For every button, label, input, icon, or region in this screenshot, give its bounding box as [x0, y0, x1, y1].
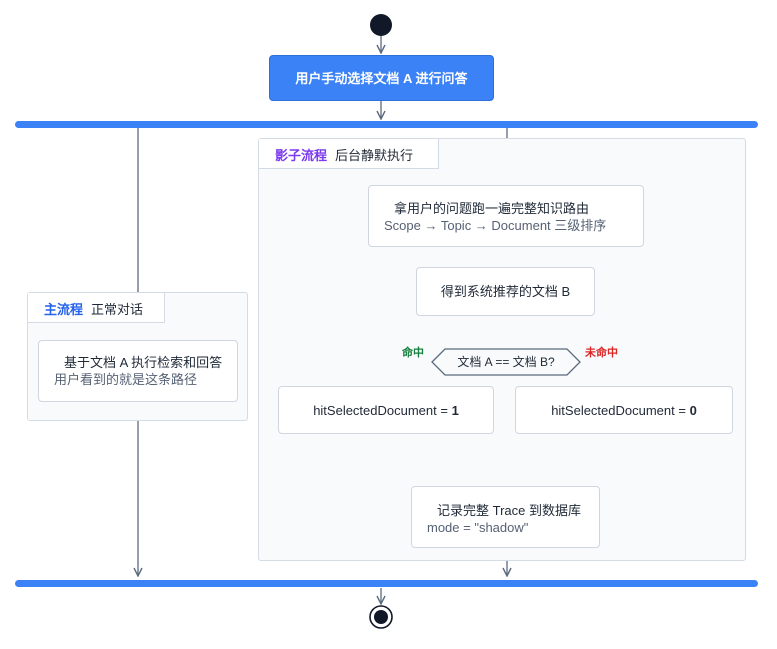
hit-result-label: hitSelectedDocument =: [313, 402, 452, 418]
main-flow-title: 主流程: [44, 302, 84, 317]
main-step-box: 基于文档 A 执行检索和回答 用户看到的就是这条路径: [38, 340, 238, 402]
hit-result-box: hitSelectedDocument = 1: [278, 386, 494, 434]
record-step-note: mode = "shadow": [427, 520, 529, 535]
hit-result-value: 1: [451, 402, 459, 418]
decision-label: 文档 A == 文档 B?: [457, 355, 555, 369]
record-step-box: 记录完整 Trace 到数据库 mode = "shadow": [411, 486, 600, 548]
route-step-note: Scope → Topic → Document 三级排序: [384, 218, 607, 233]
start-action-label: 用户手动选择文档 A 进行问答: [295, 70, 468, 86]
main-flow-subtitle: 正常对话: [91, 302, 144, 317]
miss-branch-label: 未命中: [585, 347, 618, 359]
main-flow-tab: 主流程正常对话: [28, 293, 165, 323]
start-action-box: 用户手动选择文档 A 进行问答: [269, 55, 494, 101]
fork-bar: [15, 121, 758, 128]
route-step-box: 拿用户的问题跑一遍完整知识路由 Scope → Topic → Document…: [368, 185, 644, 247]
join-bar: [15, 580, 758, 587]
record-step-label: 记录完整 Trace 到数据库: [437, 503, 581, 518]
end-node-core: [374, 610, 388, 624]
miss-result-box: hitSelectedDocument = 0: [515, 386, 733, 434]
route-step-label: 拿用户的问题跑一遍完整知识路由: [394, 201, 590, 216]
main-step-label: 基于文档 A 执行检索和回答: [64, 355, 223, 370]
hit-branch-label: 命中: [402, 347, 424, 359]
recommend-step-label: 得到系统推荐的文档 B: [440, 284, 571, 299]
miss-result-value: 0: [689, 402, 697, 418]
shadow-flow-title: 影子流程: [275, 148, 328, 163]
recommend-step-box: 得到系统推荐的文档 B: [416, 267, 595, 316]
shadow-flow-subtitle: 后台静默执行: [335, 148, 414, 163]
miss-result-label: hitSelectedDocument =: [551, 402, 690, 418]
main-step-note: 用户看到的就是这条路径: [54, 372, 198, 387]
shadow-flow-tab: 影子流程后台静默执行: [259, 139, 439, 169]
start-node: [370, 14, 392, 36]
